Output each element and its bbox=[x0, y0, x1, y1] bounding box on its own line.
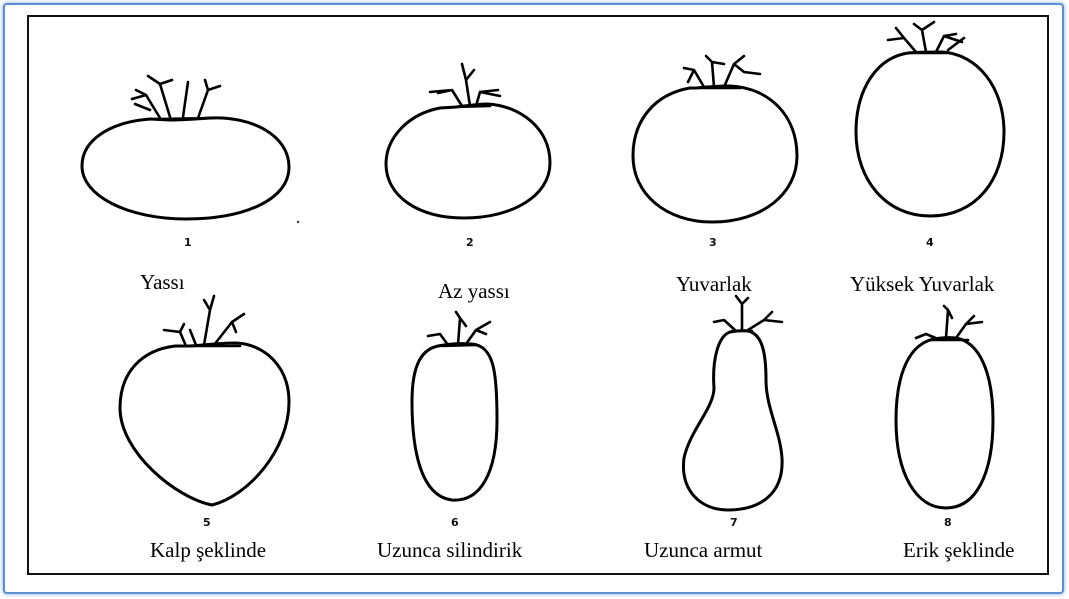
shape-label: Uzunca silindirik bbox=[377, 538, 523, 562]
shape-label: Kalp şeklinde bbox=[150, 538, 266, 562]
fruit-outline bbox=[82, 118, 289, 219]
stem-icon bbox=[430, 64, 500, 107]
fruit-outline bbox=[856, 52, 1004, 216]
shape-label: Yüksek Yuvarlak bbox=[850, 272, 995, 296]
shape-label: Yuvarlak bbox=[676, 272, 752, 296]
stem-icon bbox=[428, 312, 490, 346]
shape-number: 2 bbox=[466, 236, 474, 249]
stem-icon bbox=[888, 22, 964, 53]
shape-label: Erik şeklinde bbox=[903, 538, 1014, 562]
shape-number: 5 bbox=[203, 516, 211, 529]
shape-number: 1 bbox=[184, 236, 192, 249]
shape-label: Az yassı bbox=[438, 279, 510, 303]
fruit-outline bbox=[412, 344, 497, 500]
stray-dot bbox=[297, 221, 299, 223]
fruit-outline bbox=[120, 343, 289, 505]
stem-icon bbox=[132, 76, 220, 119]
tomato-shape-4-high-round: 4 Yüksek Yuvarlak bbox=[850, 22, 1004, 296]
stem-icon bbox=[164, 296, 244, 346]
fruit-outline bbox=[386, 104, 550, 218]
tomato-shape-8-plum: 8 Erik şeklinde bbox=[896, 306, 1014, 562]
fruit-outline bbox=[633, 86, 797, 222]
stem-icon bbox=[916, 306, 982, 340]
shape-number: 4 bbox=[926, 236, 934, 249]
tomato-shape-3-round: 3 Yuvarlak bbox=[633, 56, 797, 296]
fruit-outline bbox=[683, 331, 782, 510]
tomato-shape-1-flat: 1 Yassı bbox=[82, 76, 289, 294]
shape-label: Yassı bbox=[140, 270, 185, 294]
shape-number: 8 bbox=[944, 516, 952, 529]
shape-label: Uzunca armut bbox=[644, 538, 763, 562]
shape-number: 7 bbox=[730, 516, 738, 529]
stem-icon bbox=[684, 56, 760, 88]
tomato-shape-2-slightly-flat: 2 Az yassı bbox=[386, 64, 550, 303]
stem-icon bbox=[714, 296, 782, 331]
tomato-shape-5-heart: 5 Kalp şeklinde bbox=[120, 296, 289, 562]
shape-number: 6 bbox=[451, 516, 459, 529]
tomato-shape-6-cylindrical: 6 Uzunca silindirik bbox=[377, 312, 523, 562]
tomato-shape-7-pear: 7 Uzunca armut bbox=[644, 296, 782, 562]
fruit-outline bbox=[896, 338, 993, 508]
shape-number: 3 bbox=[709, 236, 717, 249]
